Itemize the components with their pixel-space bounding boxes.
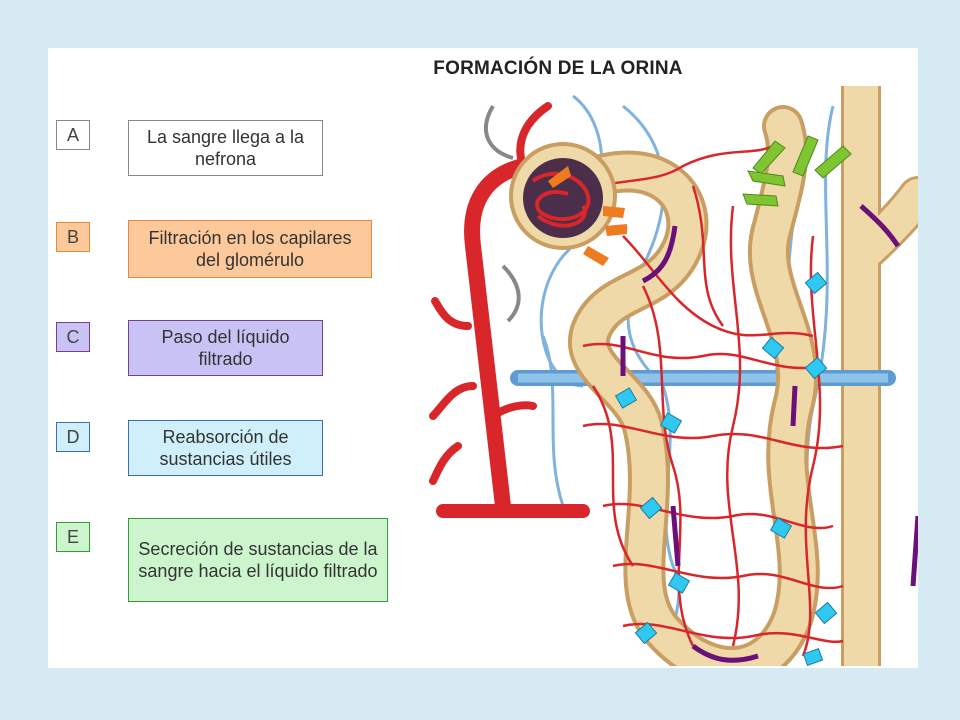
green-arrows xyxy=(742,135,852,207)
cyan-arrows xyxy=(614,271,838,666)
glomerulus xyxy=(509,142,617,250)
step-c-label: Paso del líquido filtrado xyxy=(128,320,323,376)
peritubular-capillaries xyxy=(562,144,844,657)
grey-arrows xyxy=(483,104,521,323)
orange-arrows xyxy=(548,166,627,266)
step-e-letter: E xyxy=(56,522,90,552)
step-b-letter: B xyxy=(56,222,90,252)
renal-tubule xyxy=(552,105,820,666)
arterial-tree xyxy=(429,102,590,518)
step-a-label: La sangre llega a la nefrona xyxy=(128,120,323,176)
step-c-letter: C xyxy=(56,322,90,352)
step-e-label: Secreción de sustancias de la sangre hac… xyxy=(128,518,388,602)
step-d-label: Reabsorción de sustancias útiles xyxy=(128,420,323,476)
nephron-illustration xyxy=(429,86,918,666)
step-a-letter: A xyxy=(56,120,90,150)
step-b-label: Filtración en los capilares del glomérul… xyxy=(128,220,372,278)
diagram-panel: FORMACIÓN DE LA ORINA A La sangre llega … xyxy=(48,48,918,668)
step-d-letter: D xyxy=(56,422,90,452)
purple-arrows xyxy=(620,204,918,663)
diagram-title: FORMACIÓN DE LA ORINA xyxy=(433,58,683,79)
